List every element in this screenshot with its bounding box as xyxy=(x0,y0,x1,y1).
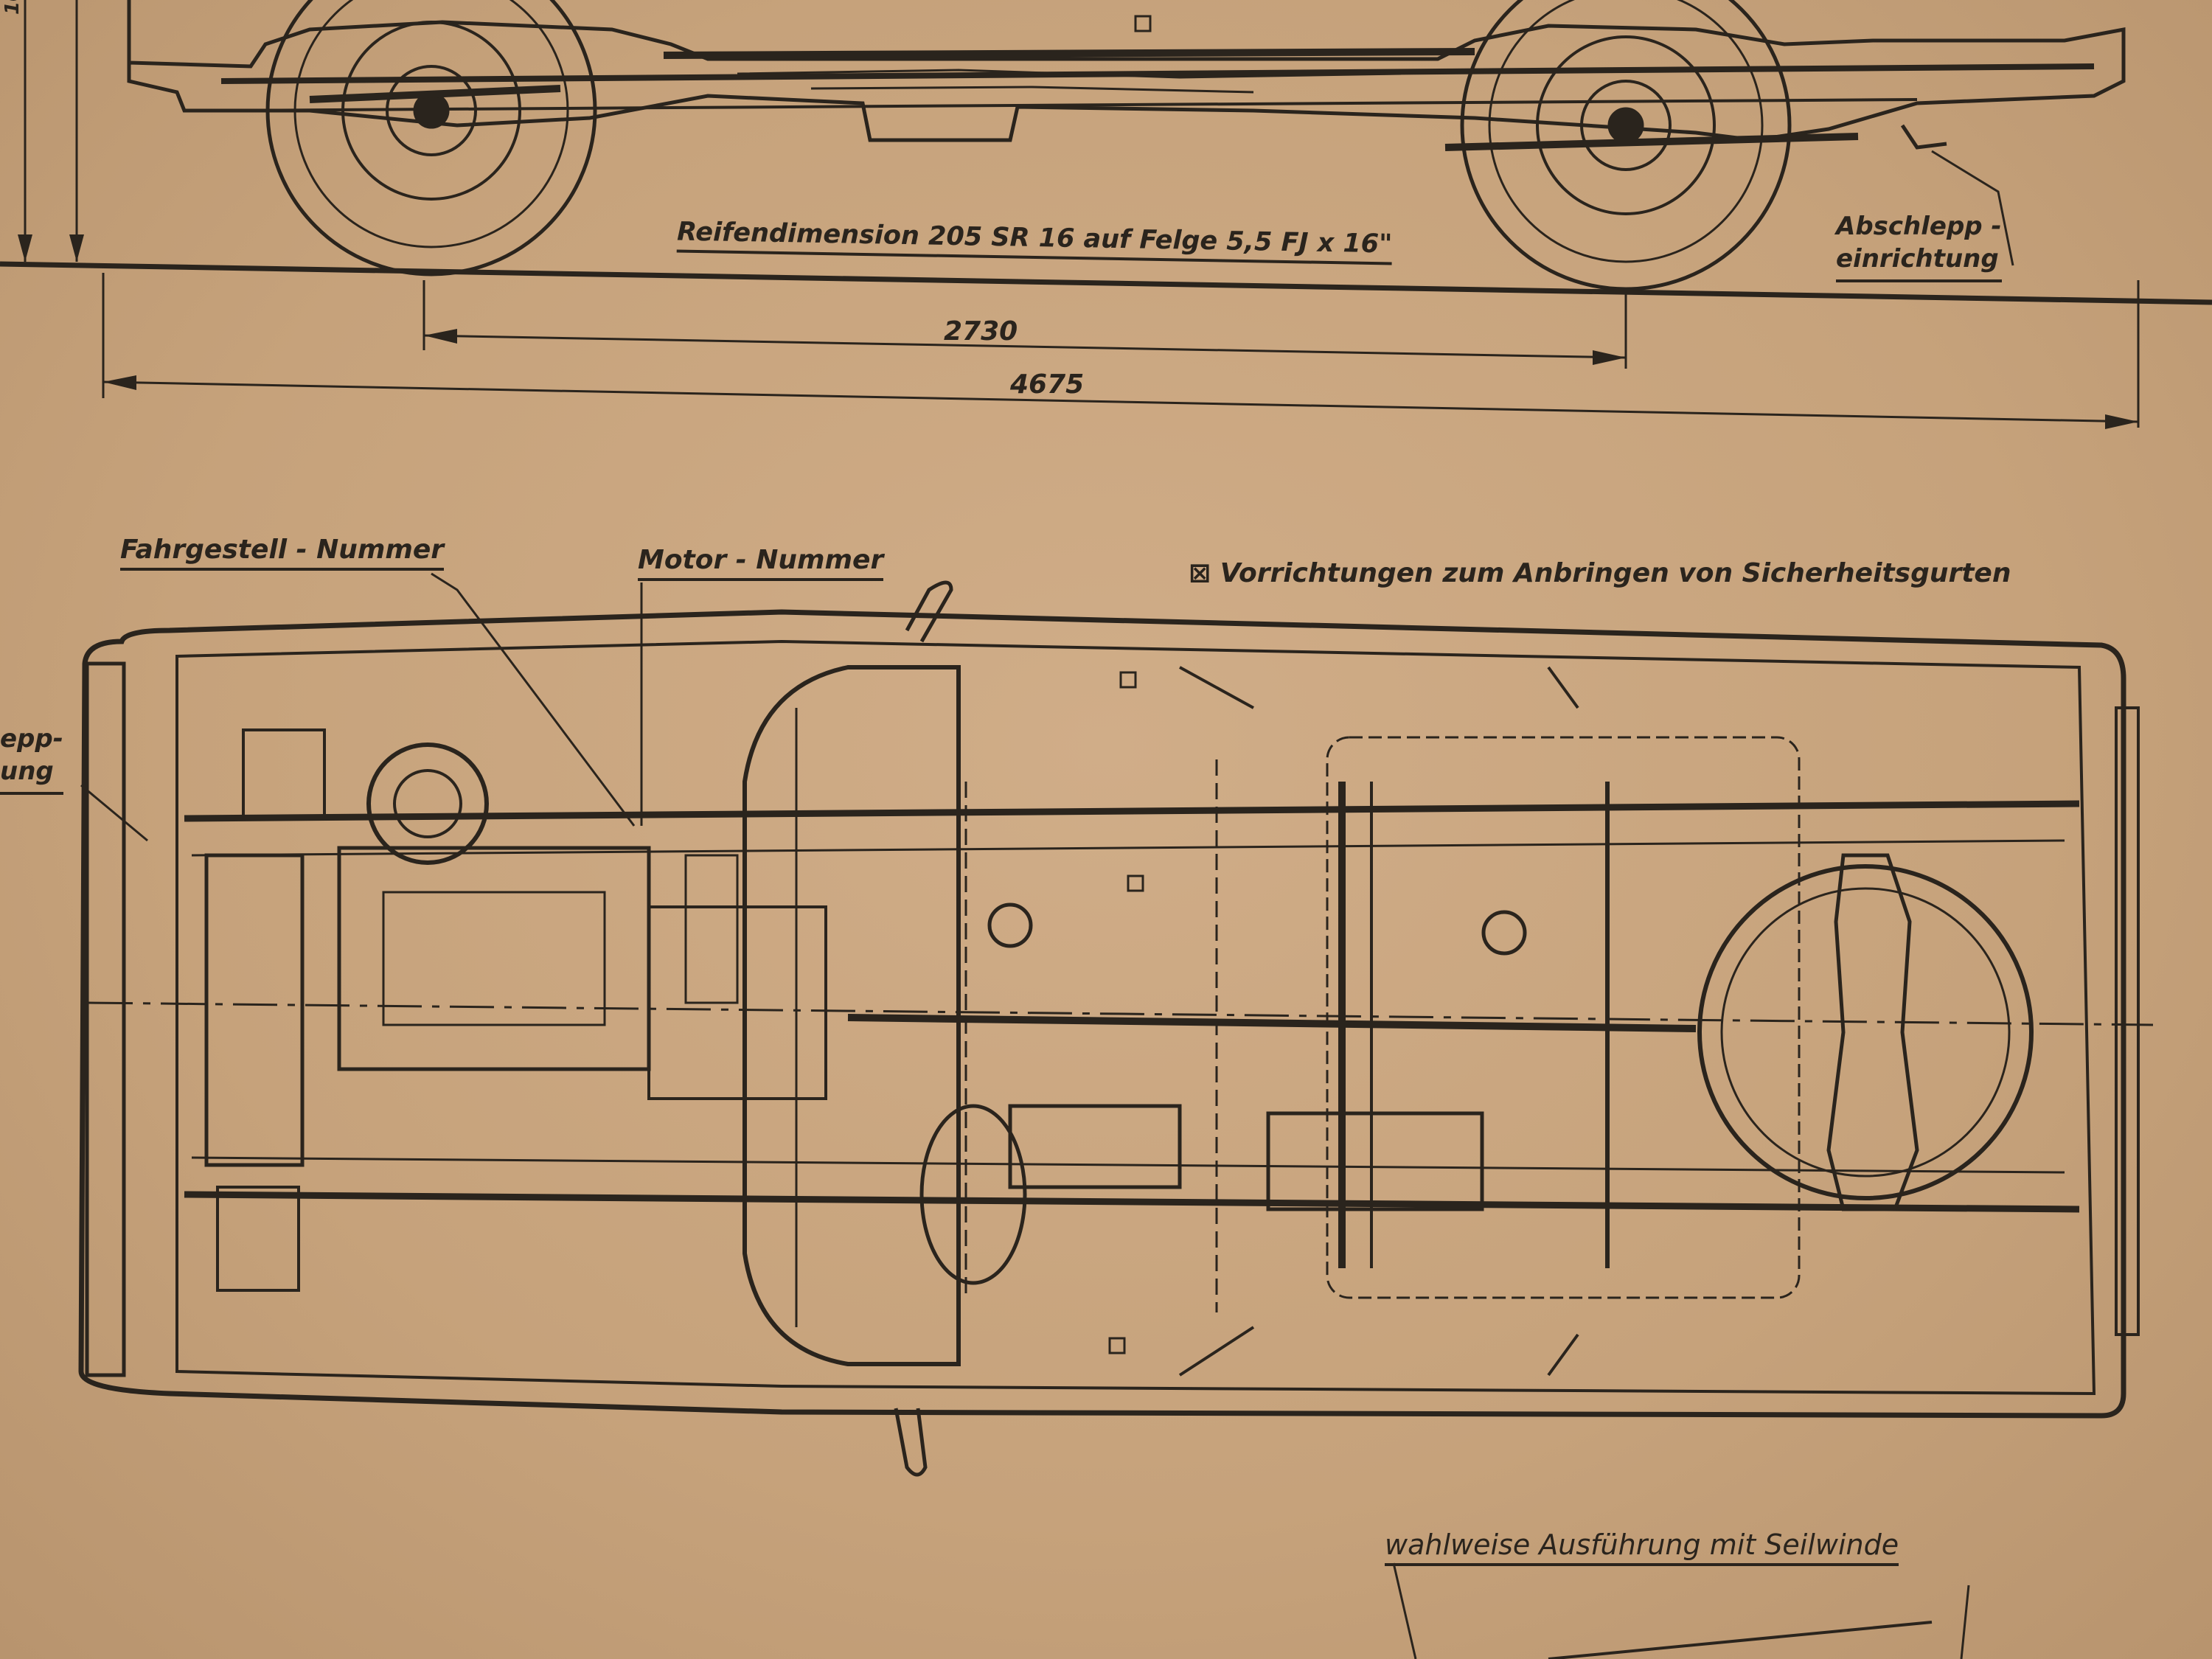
seatbelt-legend: ⊠ Vorrichtungen zum Anbringen von Sicher… xyxy=(1189,558,2011,588)
tow-device-label-left: epp- ung xyxy=(0,723,63,796)
engine-number-label: Motor - Nummer xyxy=(638,547,884,581)
wheelbase-dimension: 2730 xyxy=(944,316,1018,347)
tow-device-label: Abschlepp - einrichtung xyxy=(1836,210,2002,283)
side-view xyxy=(0,0,2212,429)
chassis-number-label: Fahrgestell - Nummer xyxy=(120,537,445,571)
seatbelt-markers xyxy=(1108,15,1152,1354)
top-view xyxy=(78,572,2154,1659)
seatbelt-symbol-icon: ⊠ xyxy=(1189,558,1211,588)
side-height-dimension: 1015 xyxy=(1,0,24,15)
winch-option-label: wahlweise Ausführung mit Seilwinde xyxy=(1385,1531,1899,1566)
overall-length-dimension: 4675 xyxy=(1010,369,1085,400)
